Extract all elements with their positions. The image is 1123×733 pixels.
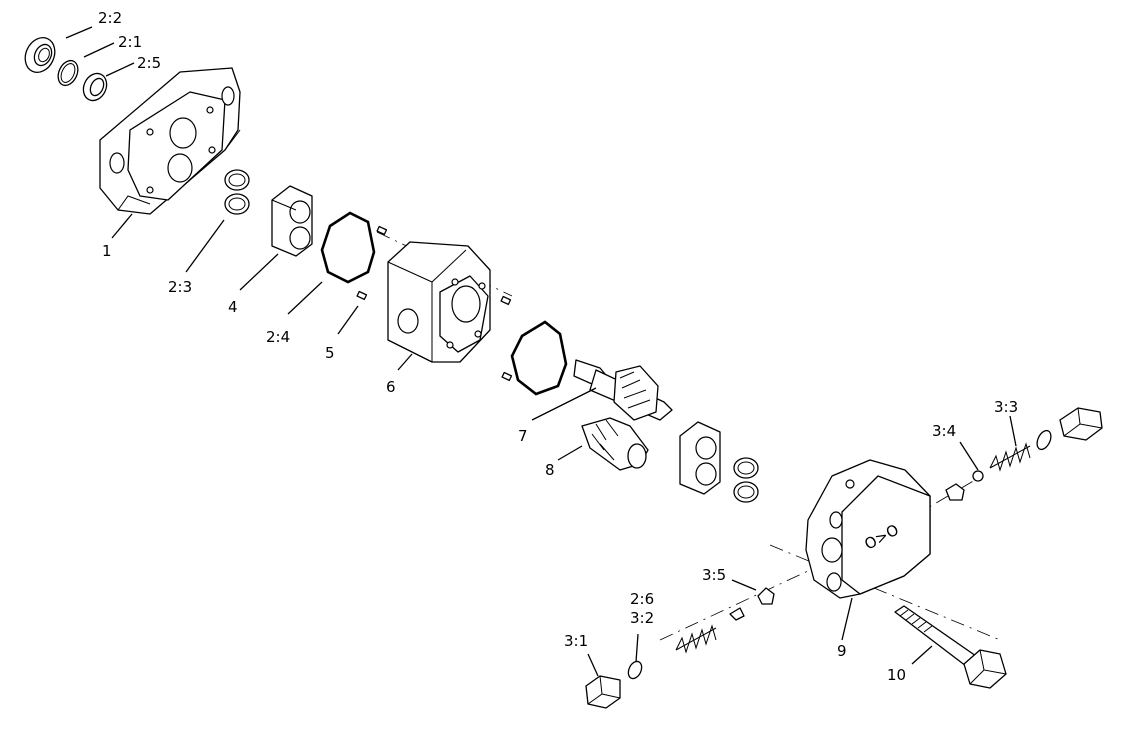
callout-10: 10 <box>887 666 906 684</box>
part-snap-ring-2-1 <box>57 59 79 87</box>
part-dowel-pins-5 <box>356 225 513 382</box>
part-seal-2-2 <box>24 36 56 74</box>
callout-4: 4 <box>228 298 238 316</box>
part-drive-gear-7 <box>573 359 673 421</box>
callout-2-6: 2:6 <box>630 590 654 608</box>
part-o-ring-2-4 <box>320 211 376 284</box>
part-bearing-block-4 <box>271 185 313 257</box>
callout-7: 7 <box>518 427 528 445</box>
part-bearing-block-4-second <box>679 421 721 495</box>
callout-6: 6 <box>386 378 396 396</box>
leader-lines <box>65 26 1017 677</box>
callout-2-4: 2:4 <box>266 328 290 346</box>
callout-2-3: 2:3 <box>168 278 192 296</box>
callout-3-1: 3:1 <box>564 632 588 650</box>
part-poppet-left <box>729 607 745 621</box>
part-relief-plug-right <box>1059 407 1103 441</box>
part-relief-spring-3-3 <box>989 442 1031 472</box>
part-mounting-flange-1 <box>99 67 241 215</box>
part-seal-plate-2-3 <box>224 169 250 215</box>
callout-labels: 2:2 2:1 2:5 1 2:3 4 2:4 5 6 7 8 3:4 3:3 … <box>98 9 1018 684</box>
part-driven-gear-8 <box>581 417 649 471</box>
callout-5: 5 <box>325 344 335 362</box>
callout-8: 8 <box>545 461 555 479</box>
part-seat-3-5 <box>757 587 775 605</box>
part-cap-screw-10 <box>894 605 1007 689</box>
part-plug-3-1 <box>585 675 621 709</box>
part-gear-housing-6 <box>387 241 491 363</box>
callout-1: 1 <box>102 242 112 260</box>
part-o-ring-right <box>1036 429 1052 451</box>
callout-3-5: 3:5 <box>702 566 726 584</box>
part-end-cover-9: O>O <box>805 459 931 599</box>
part-bearing-2-5 <box>82 72 108 102</box>
callout-2-2: 2:2 <box>98 9 122 27</box>
part-seal-plate-2-3-second <box>733 457 759 503</box>
callout-3-2: 3:2 <box>630 609 654 627</box>
callout-2-5: 2:5 <box>137 54 161 72</box>
part-relief-ball-3-4 <box>945 470 984 501</box>
part-o-ring-2-4-second <box>510 320 568 396</box>
callout-3-3: 3:3 <box>994 398 1018 416</box>
callout-9: 9 <box>837 642 847 660</box>
part-spring-left <box>675 624 717 654</box>
callout-3-4: 3:4 <box>932 422 956 440</box>
callout-2-1: 2:1 <box>118 33 142 51</box>
part-o-ring-2-6-3-2 <box>627 660 643 680</box>
